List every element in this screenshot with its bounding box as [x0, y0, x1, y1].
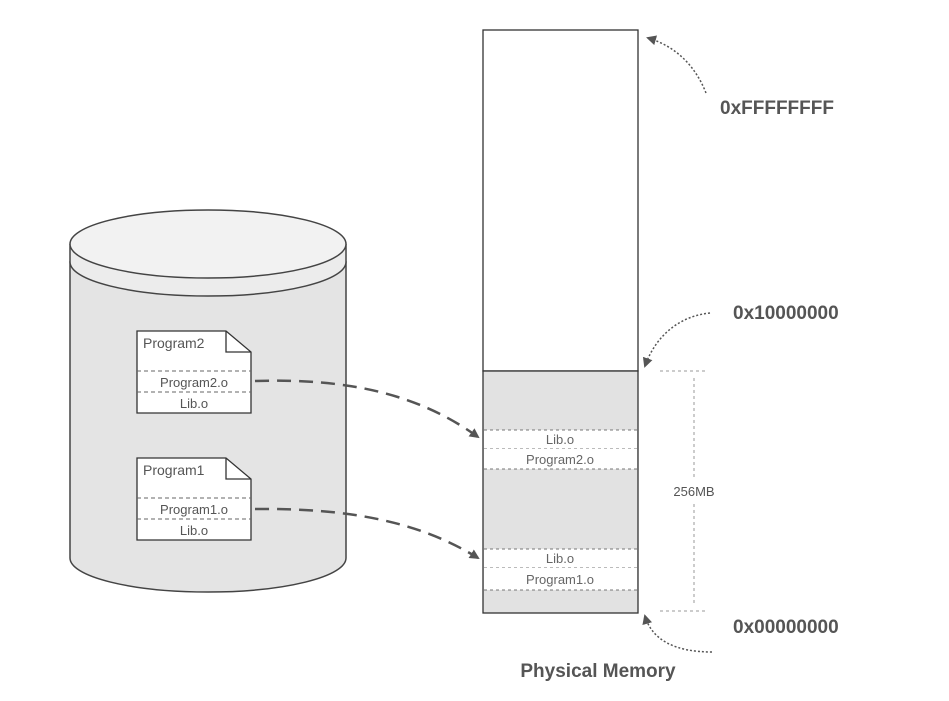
memory-upper-region: [482, 29, 639, 372]
size-label: 256MB: [673, 484, 714, 499]
file-section-label: Lib.o: [180, 523, 208, 538]
memory-segment-program2: [484, 449, 637, 469]
memory-segment-program1: [484, 568, 637, 590]
address-boundary: 0x10000000: [733, 303, 839, 324]
address-top: 0xFFFFFFFF: [720, 98, 834, 119]
pointer-arrow-boundary: [642, 312, 711, 368]
memory-segment-label: Program2.o: [526, 452, 594, 467]
memory-segment-label: Lib.o: [546, 432, 574, 447]
pointer-arrow-top: [646, 35, 707, 94]
physical-memory: Lib.o Program2.o Lib.o Program1.o: [482, 29, 639, 614]
load-arrow-program2: [254, 379, 480, 439]
memory-segment-lib-b: [484, 549, 637, 568]
file-section-label: Lib.o: [180, 396, 208, 411]
file-section-label: Program1.o: [160, 502, 228, 517]
memory-segment-lib-a: [484, 430, 637, 449]
memory-segment-label: Lib.o: [546, 551, 574, 566]
file-name: Program1: [143, 462, 205, 478]
file-program2: Program2 Program2.o Lib.o: [136, 330, 252, 414]
load-arrow-program1: [254, 507, 480, 560]
pointer-arrow-bottom: [642, 614, 713, 653]
file-name: Program2: [143, 335, 205, 351]
file-section-label: Program2.o: [160, 375, 228, 390]
size-dimension: 256MB: [660, 370, 715, 612]
diagram-title: Physical Memory: [520, 661, 676, 682]
file-program1: Program1 Program1.o Lib.o: [136, 457, 252, 541]
memory-segment-label: Program1.o: [526, 572, 594, 587]
address-bottom: 0x00000000: [733, 617, 839, 638]
